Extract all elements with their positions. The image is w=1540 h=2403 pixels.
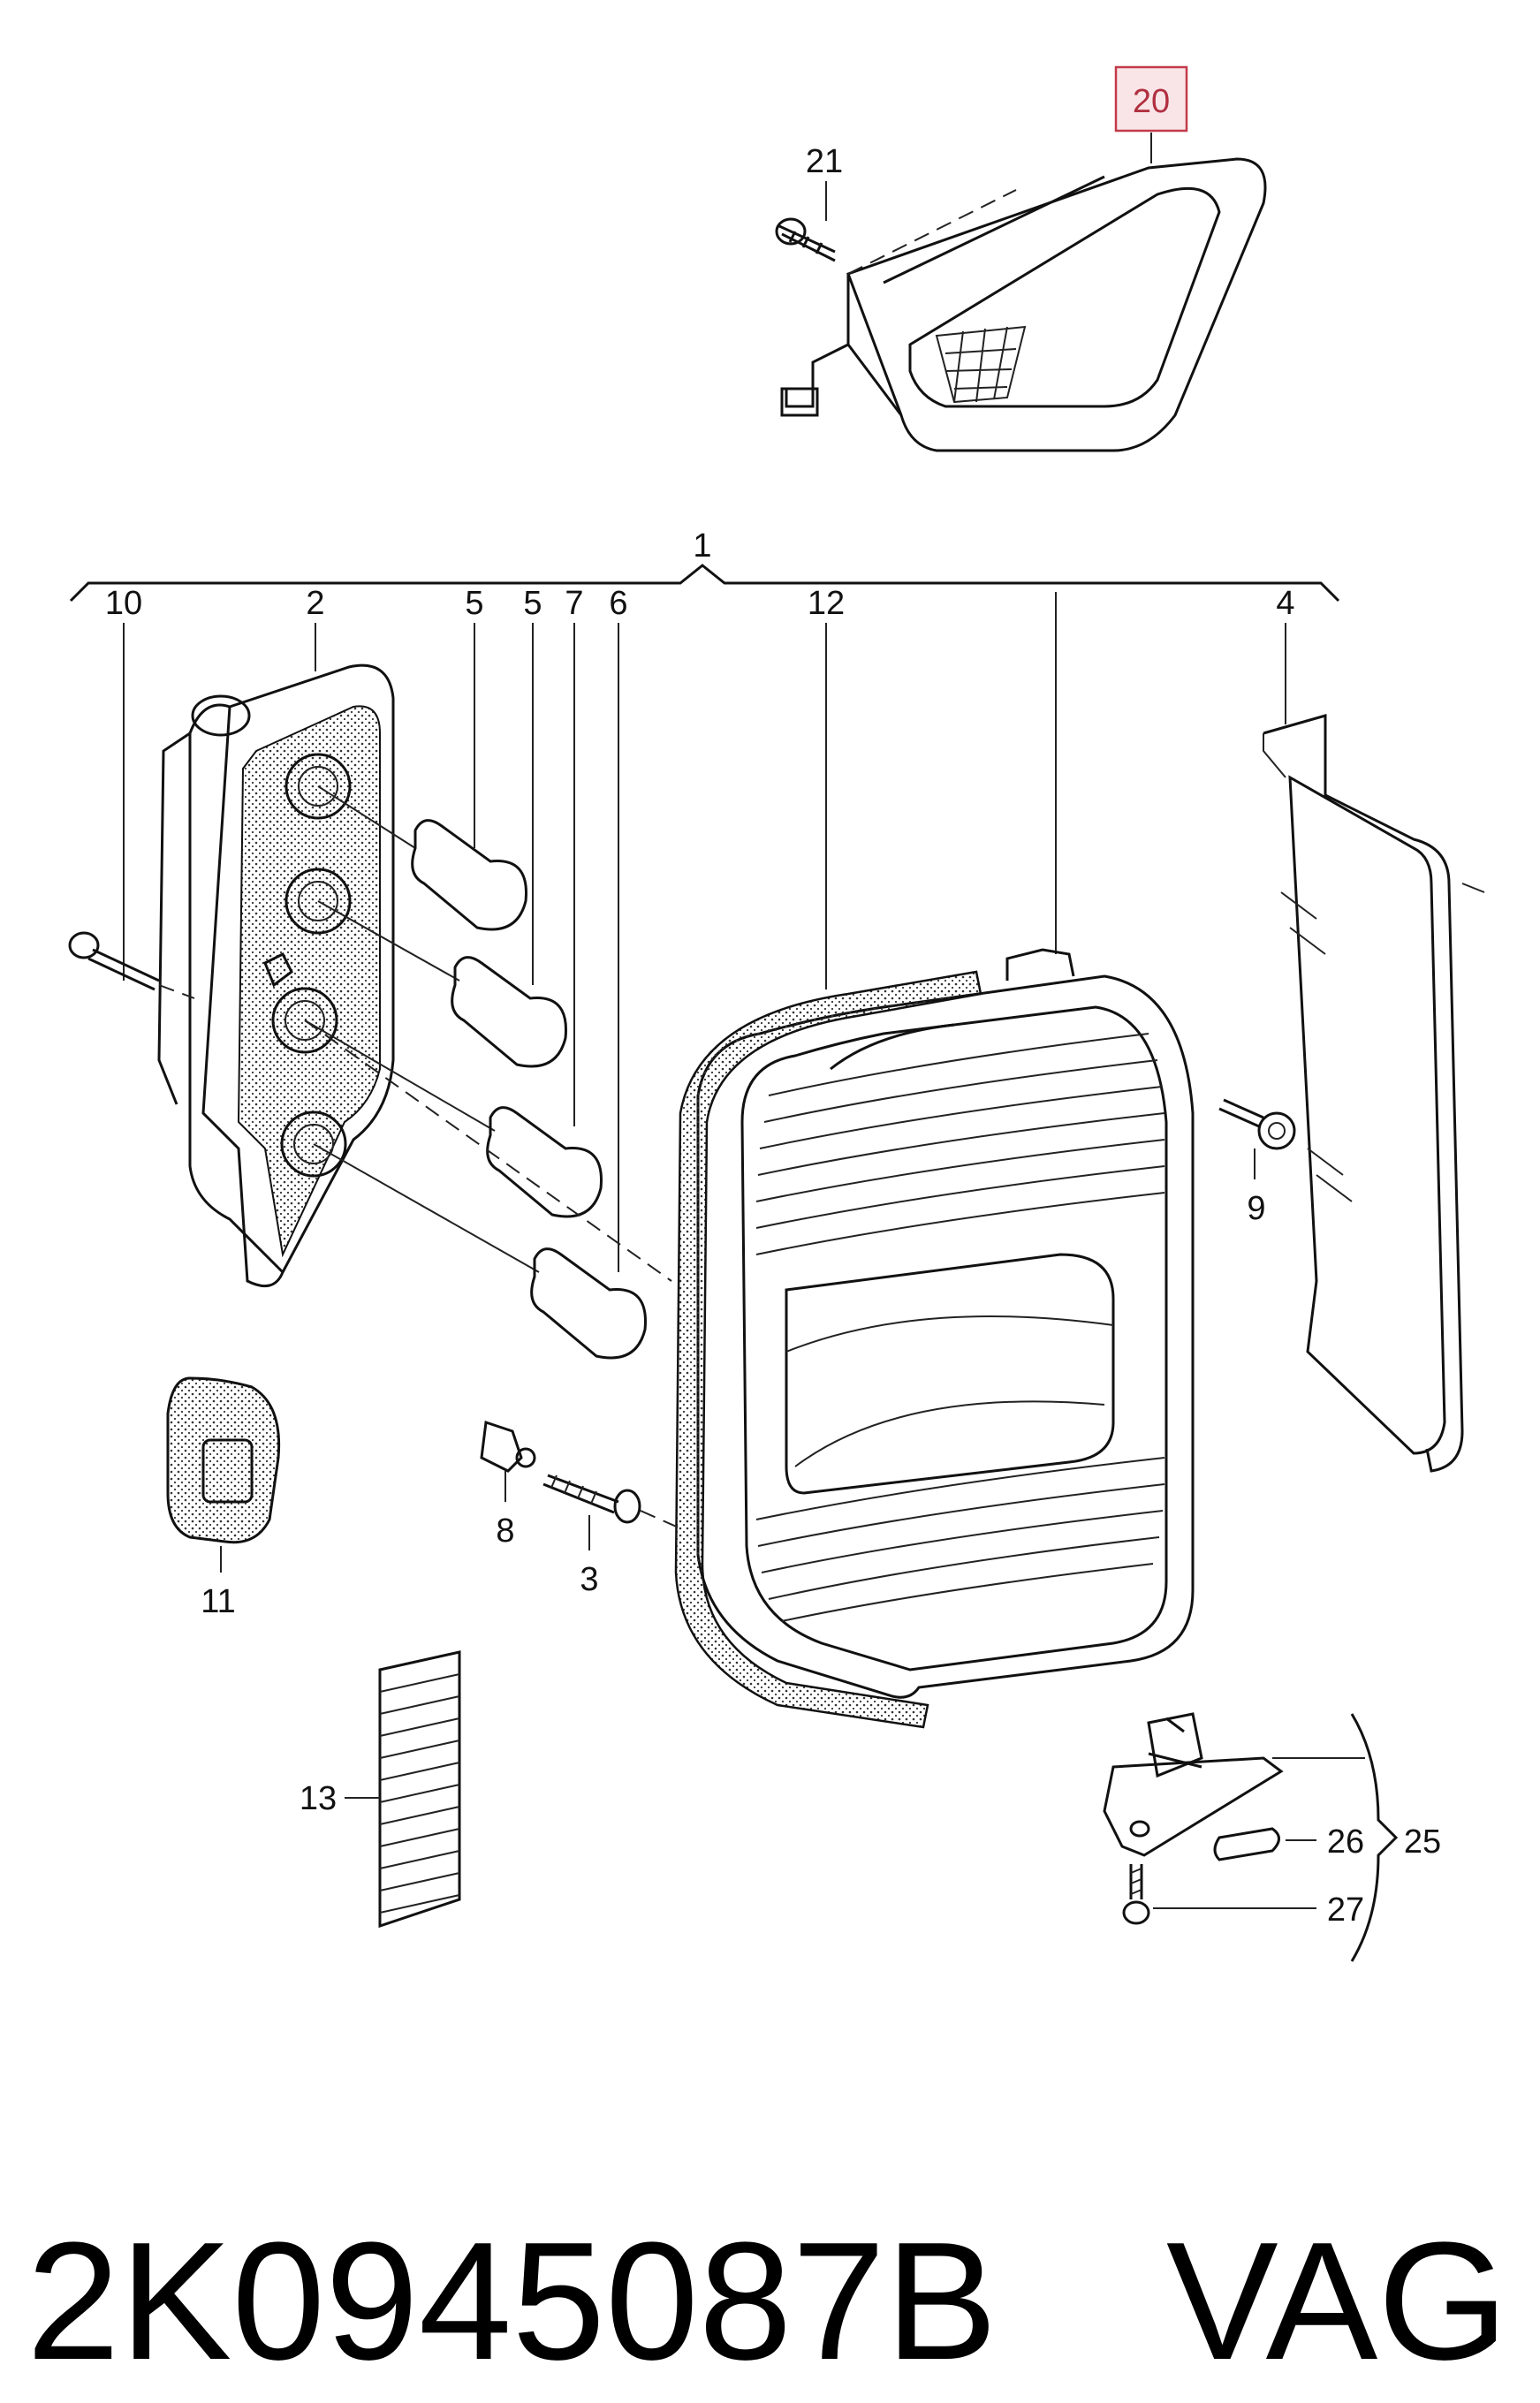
bulb-5-lower	[317, 900, 567, 1068]
assembly-1-bracket: 1	[69, 527, 1340, 603]
callout-3[interactable]: 3	[580, 1561, 598, 1598]
screw-10	[68, 931, 195, 999]
callout-8[interactable]: 8	[496, 1512, 514, 1550]
callout-10[interactable]: 10	[105, 585, 142, 622]
callout-25[interactable]: 25	[1404, 1823, 1441, 1861]
screw-21	[775, 181, 836, 262]
plug-socket-11: 11	[166, 1376, 281, 1620]
callout-20[interactable]: 20	[1114, 65, 1188, 163]
part-number: 2K0945087B	[27, 2208, 998, 2395]
trim-cover-4	[1263, 714, 1485, 1473]
callout-9[interactable]: 9	[1247, 1190, 1265, 1227]
callout-26[interactable]: 26	[1327, 1823, 1364, 1861]
callout-2[interactable]: 2	[306, 585, 324, 622]
callout-27[interactable]: 27	[1327, 1891, 1364, 1929]
callout-4[interactable]: 4	[1276, 585, 1294, 622]
callout-1: 1	[693, 527, 711, 565]
callout-21[interactable]: 21	[806, 143, 843, 180]
brand-name: VAG	[1166, 2208, 1508, 2395]
screw-9: 9	[1218, 1098, 1296, 1227]
leader-lines	[123, 592, 1286, 1272]
bulb-carrier-2	[157, 663, 395, 1288]
clip-8: 8	[480, 1420, 536, 1550]
bulb-26: 26	[1213, 1823, 1364, 1861]
screw-3: 3	[542, 1474, 681, 1598]
callout-7[interactable]: 7	[565, 585, 583, 622]
reflector-13: 13	[300, 1650, 461, 1929]
callout-5a[interactable]: 5	[465, 585, 483, 622]
svg-text:20: 20	[1133, 83, 1170, 120]
bulb-6	[313, 1143, 647, 1360]
lens-stripes	[755, 1033, 1165, 1622]
callout-13[interactable]: 13	[300, 1780, 337, 1817]
bulb-5-upper	[317, 785, 527, 931]
third-brake-light	[780, 157, 1267, 452]
screw-27: 27	[1122, 1864, 1364, 1929]
tail-light-housing	[696, 948, 1195, 1699]
callout-11[interactable]: 11	[201, 1583, 235, 1620]
licence-plate-light-25	[1103, 1712, 1399, 1962]
callout-5b[interactable]: 5	[523, 585, 542, 622]
gasket-strip	[674, 970, 982, 1729]
callout-6[interactable]: 6	[609, 585, 627, 622]
callout-12[interactable]: 12	[808, 585, 845, 622]
bulb-7	[304, 1020, 603, 1218]
